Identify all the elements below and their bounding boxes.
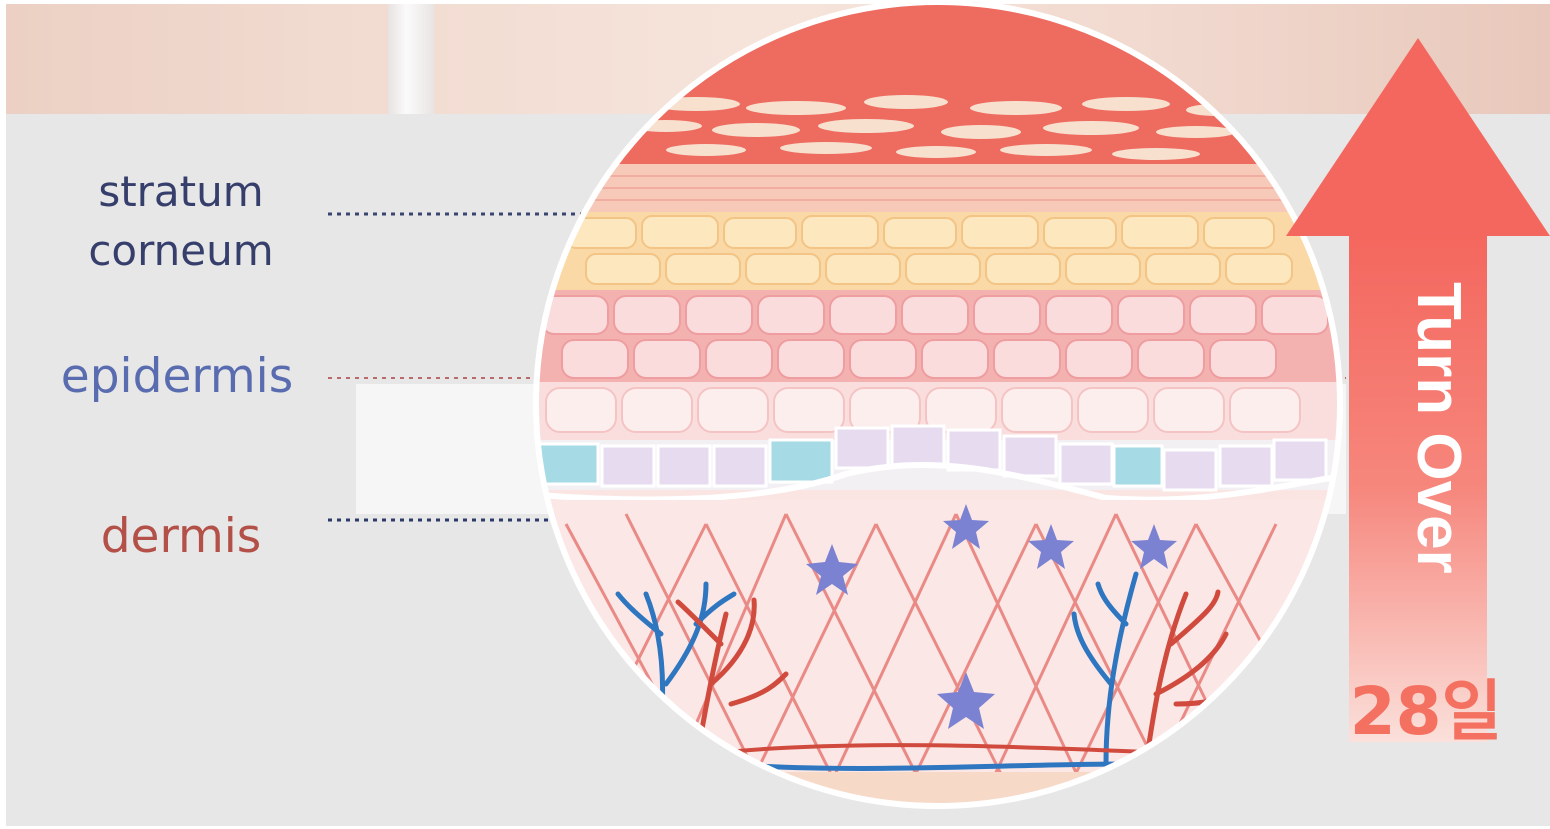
- epidermis-label: epidermis: [42, 346, 312, 408]
- skin-diagram-canvas: stratum corneum epidermis dermis Turn Ov…: [6, 4, 1550, 826]
- turnover-days-label: 28일: [1336, 672, 1516, 752]
- turn-over-label: Turn Over: [1403, 282, 1473, 574]
- dermis-label: dermis: [66, 506, 296, 568]
- stratum-corneum-label: stratum corneum: [76, 162, 286, 280]
- stratum-corneum-label-line1: stratum: [76, 162, 286, 221]
- stratum-corneum-label-line2: corneum: [76, 221, 286, 280]
- skin-cross-section-diagram: [6, 4, 1550, 826]
